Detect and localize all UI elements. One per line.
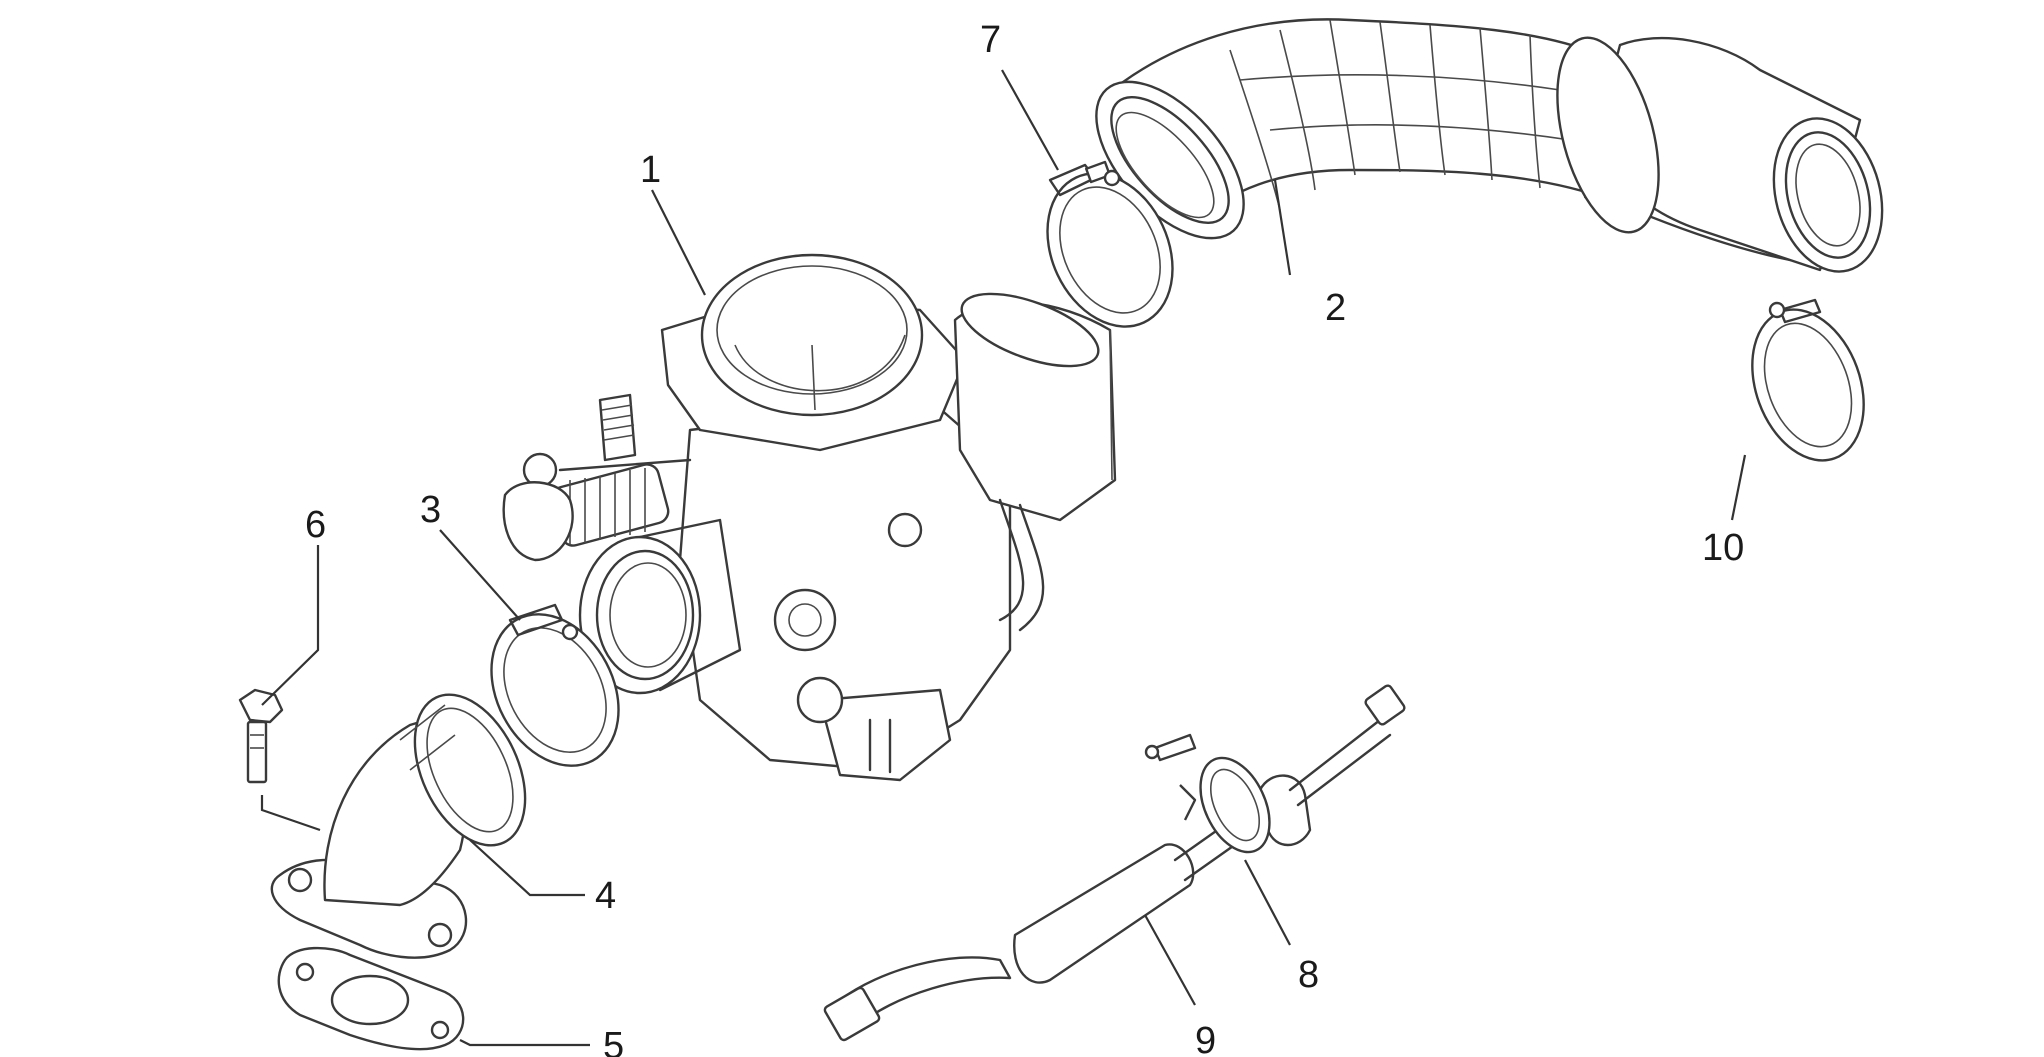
intake-hose: [1095, 18, 1884, 273]
leader-9: [1144, 914, 1196, 1006]
callout-8: 8: [1298, 954, 1319, 996]
leader-5: [459, 1039, 590, 1047]
callout-9: 9: [1195, 1020, 1216, 1057]
callout-6: 6: [305, 504, 326, 546]
callout-4: 4: [595, 875, 616, 917]
breather-pipe: [823, 684, 1406, 1042]
throttle-linkage: [502, 393, 692, 562]
leader-10: [1730, 454, 1747, 521]
callout-1: 1: [640, 149, 661, 191]
callout-7: 7: [980, 19, 1001, 61]
carburettor: [502, 253, 1117, 782]
hose-clamp-3: [490, 603, 620, 767]
hose-clamp-7: [1046, 160, 1174, 328]
leader-2: [1273, 179, 1292, 276]
leader-lines: [260, 69, 1747, 1047]
bolt: [238, 688, 284, 784]
leader-6-bolt: [260, 795, 321, 832]
callout-2: 2: [1325, 287, 1346, 329]
callout-labels: 1 2 3 4 5 6 7 8 9 10: [305, 19, 1744, 1057]
hose-clamp-10: [1751, 298, 1865, 462]
callout-10: 10: [1702, 527, 1744, 569]
leader-8: [1244, 859, 1291, 946]
gasket: [277, 946, 465, 1051]
callout-5: 5: [603, 1025, 624, 1057]
leader-6: [261, 545, 320, 706]
leader-4: [469, 839, 585, 897]
intake-manifold: [270, 693, 527, 959]
leader-7: [1001, 69, 1059, 171]
leader-3: [439, 529, 521, 621]
leader-1: [651, 189, 706, 296]
hose-clamp-8: [1144, 733, 1271, 854]
callout-3: 3: [420, 489, 441, 531]
